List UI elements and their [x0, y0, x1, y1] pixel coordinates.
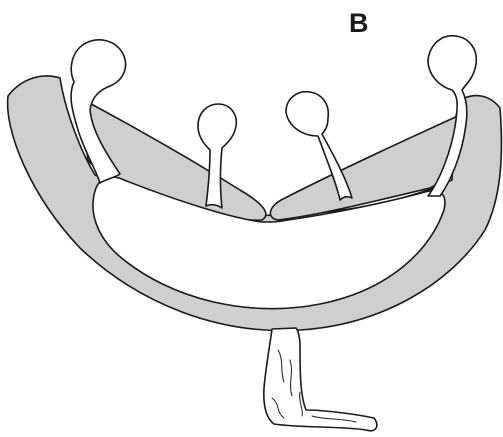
panel-label: B: [349, 10, 369, 37]
